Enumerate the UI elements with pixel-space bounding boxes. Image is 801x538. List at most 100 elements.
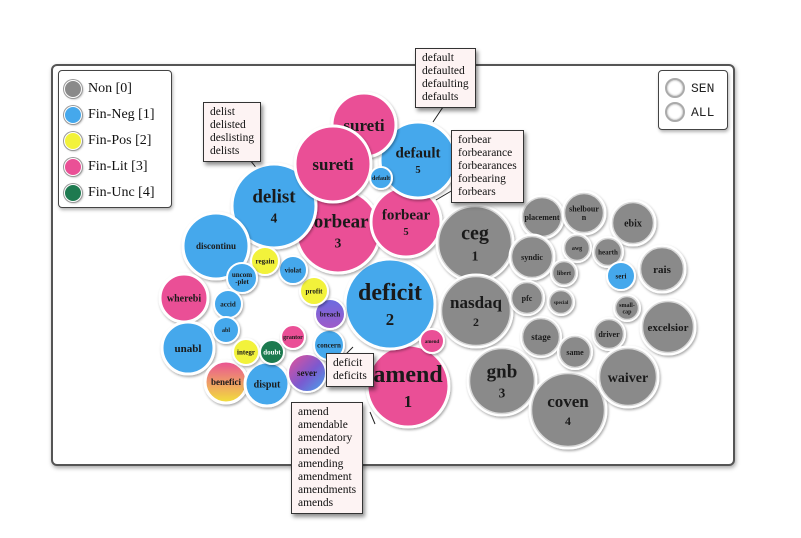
bubble-breach[interactable]: breach <box>314 298 346 330</box>
tooltip-word: defaults <box>422 91 459 103</box>
tooltip-word: delists <box>210 145 240 157</box>
bubble-stage[interactable]: stage <box>520 316 562 358</box>
bubble-ebix[interactable]: ebix <box>609 199 657 247</box>
toggle-all-label: ALL <box>691 104 715 120</box>
bubble-circle <box>592 317 626 351</box>
tooltip-word: deslisting <box>210 132 255 144</box>
bubble-circle <box>466 345 538 417</box>
bubble-libert[interactable]: libert <box>550 259 578 287</box>
bubble-placement[interactable]: placement <box>519 194 565 240</box>
bubble-label: integr <box>237 348 255 356</box>
legend-label: Fin-Pos [2] <box>88 133 152 148</box>
bubble-default[interactable]: default <box>369 166 393 190</box>
legend-label: Fin-Unc [4] <box>88 185 155 200</box>
bubble-label: deficit <box>358 280 422 306</box>
bubble-small-cap[interactable]: small-cap <box>613 294 641 322</box>
bubble-seri[interactable]: seri <box>606 261 636 291</box>
bubble-violat[interactable]: violat <box>278 255 308 285</box>
bubble-circle <box>160 320 216 376</box>
bubble-grantor[interactable]: grantor <box>280 324 306 350</box>
bubble-circle <box>557 334 593 370</box>
bubble-special[interactable]: special <box>547 288 575 316</box>
category-legend: Non [0] Fin-Neg [1] Fin-Pos [2] Fin-Lit … <box>58 70 172 208</box>
bubble-excelsior[interactable]: excelsior <box>639 298 697 356</box>
bubble-ring <box>598 347 658 407</box>
bubble-discontinu[interactable]: discontinu <box>181 211 251 281</box>
bubble-deficit[interactable]: deficit 2 <box>343 257 437 351</box>
bubble-circle <box>609 199 657 247</box>
bubble-rais[interactable]: rais <box>637 244 687 294</box>
bubble-label: sureti <box>312 155 354 174</box>
bubble-syndic[interactable]: syndic <box>508 233 556 281</box>
bubble-label: concern <box>317 341 341 349</box>
tooltip-word: delisted <box>210 119 246 131</box>
bubble-pfc[interactable]: pfc <box>509 280 545 316</box>
toggle-sen[interactable]: SEN <box>665 77 714 99</box>
tooltip-word: defaulted <box>422 65 465 77</box>
bubble-benefici[interactable]: benefici <box>203 359 249 405</box>
bubble-disput[interactable]: disput <box>243 360 291 408</box>
bubble-ring <box>440 275 512 347</box>
bubble-label: syndic <box>521 253 543 262</box>
bubble-count: 3 <box>499 386 506 401</box>
bubble-amend[interactable]: amend <box>419 328 445 354</box>
bubble-uncom-plet[interactable]: uncom-plet <box>226 262 258 294</box>
bubble-label: default <box>396 145 441 161</box>
bubble-label: grantor <box>283 335 303 341</box>
tooltip-word: amended <box>298 445 340 457</box>
bubble-label: waiver <box>608 371 648 386</box>
tooltip-delist: delist delisted deslisting delists <box>203 102 262 162</box>
bubble-sever[interactable]: sever <box>287 353 327 393</box>
bubble-label: ceg <box>461 223 489 245</box>
bubble-circle <box>369 166 393 190</box>
bubble-sureti[interactable]: sureti <box>293 124 373 204</box>
bubble-accid[interactable]: accid <box>213 289 243 319</box>
bubble-label: doubt <box>263 348 281 356</box>
bubble-ring <box>563 234 591 262</box>
legend-item-fin-unc[interactable]: Fin-Unc [4] <box>64 182 155 204</box>
bubble-circle <box>561 190 607 236</box>
bubble-circle <box>547 288 575 316</box>
bubble-wherebi[interactable]: wherebi <box>158 272 210 324</box>
bubble-profit[interactable]: profit <box>299 276 329 306</box>
legend-item-fin-neg[interactable]: Fin-Neg [1] <box>64 104 155 126</box>
bubble-same[interactable]: same <box>557 334 593 370</box>
bubble-concern[interactable]: concern <box>313 329 345 361</box>
legend-dot-fin-pos <box>64 132 82 150</box>
legend-item-fin-pos[interactable]: Fin-Pos [2] <box>64 130 151 152</box>
legend-item-non[interactable]: Non [0] <box>64 78 132 100</box>
bubble-label: forbear <box>382 207 431 223</box>
bubble-label: -plet <box>235 278 249 286</box>
bubble-label: libert <box>557 271 571 277</box>
bubble-driver[interactable]: driver <box>592 317 626 351</box>
tooltip-word: forbears <box>458 186 496 198</box>
bubble-count: 2 <box>386 310 394 329</box>
legend-dot-fin-neg <box>64 106 82 124</box>
legend-label: Non [0] <box>88 81 132 96</box>
bubble-hearth[interactable]: hearth <box>592 236 624 268</box>
bubble-abl[interactable]: abl <box>212 316 240 344</box>
bubble-label: disput <box>254 380 281 391</box>
bubble-unabl[interactable]: unabl <box>160 320 216 376</box>
bubble-awg[interactable]: awg <box>562 233 592 263</box>
bubble-ring <box>593 237 623 267</box>
bubble-circle <box>508 233 556 281</box>
toggle-all[interactable]: ALL <box>665 101 714 123</box>
bubble-circle <box>562 233 592 263</box>
legend-item-fin-lit[interactable]: Fin-Lit [3] <box>64 156 148 178</box>
bubble-integr[interactable]: integr <box>232 338 260 366</box>
legend-dot-fin-lit <box>64 158 82 176</box>
bubble-doubt[interactable]: doubt <box>259 339 285 365</box>
tooltip-word: amendments <box>298 484 357 496</box>
bubble-regain[interactable]: regain <box>250 246 280 276</box>
bubble-label: breach <box>320 310 341 318</box>
bubble-waiver[interactable]: waiver <box>596 345 660 409</box>
